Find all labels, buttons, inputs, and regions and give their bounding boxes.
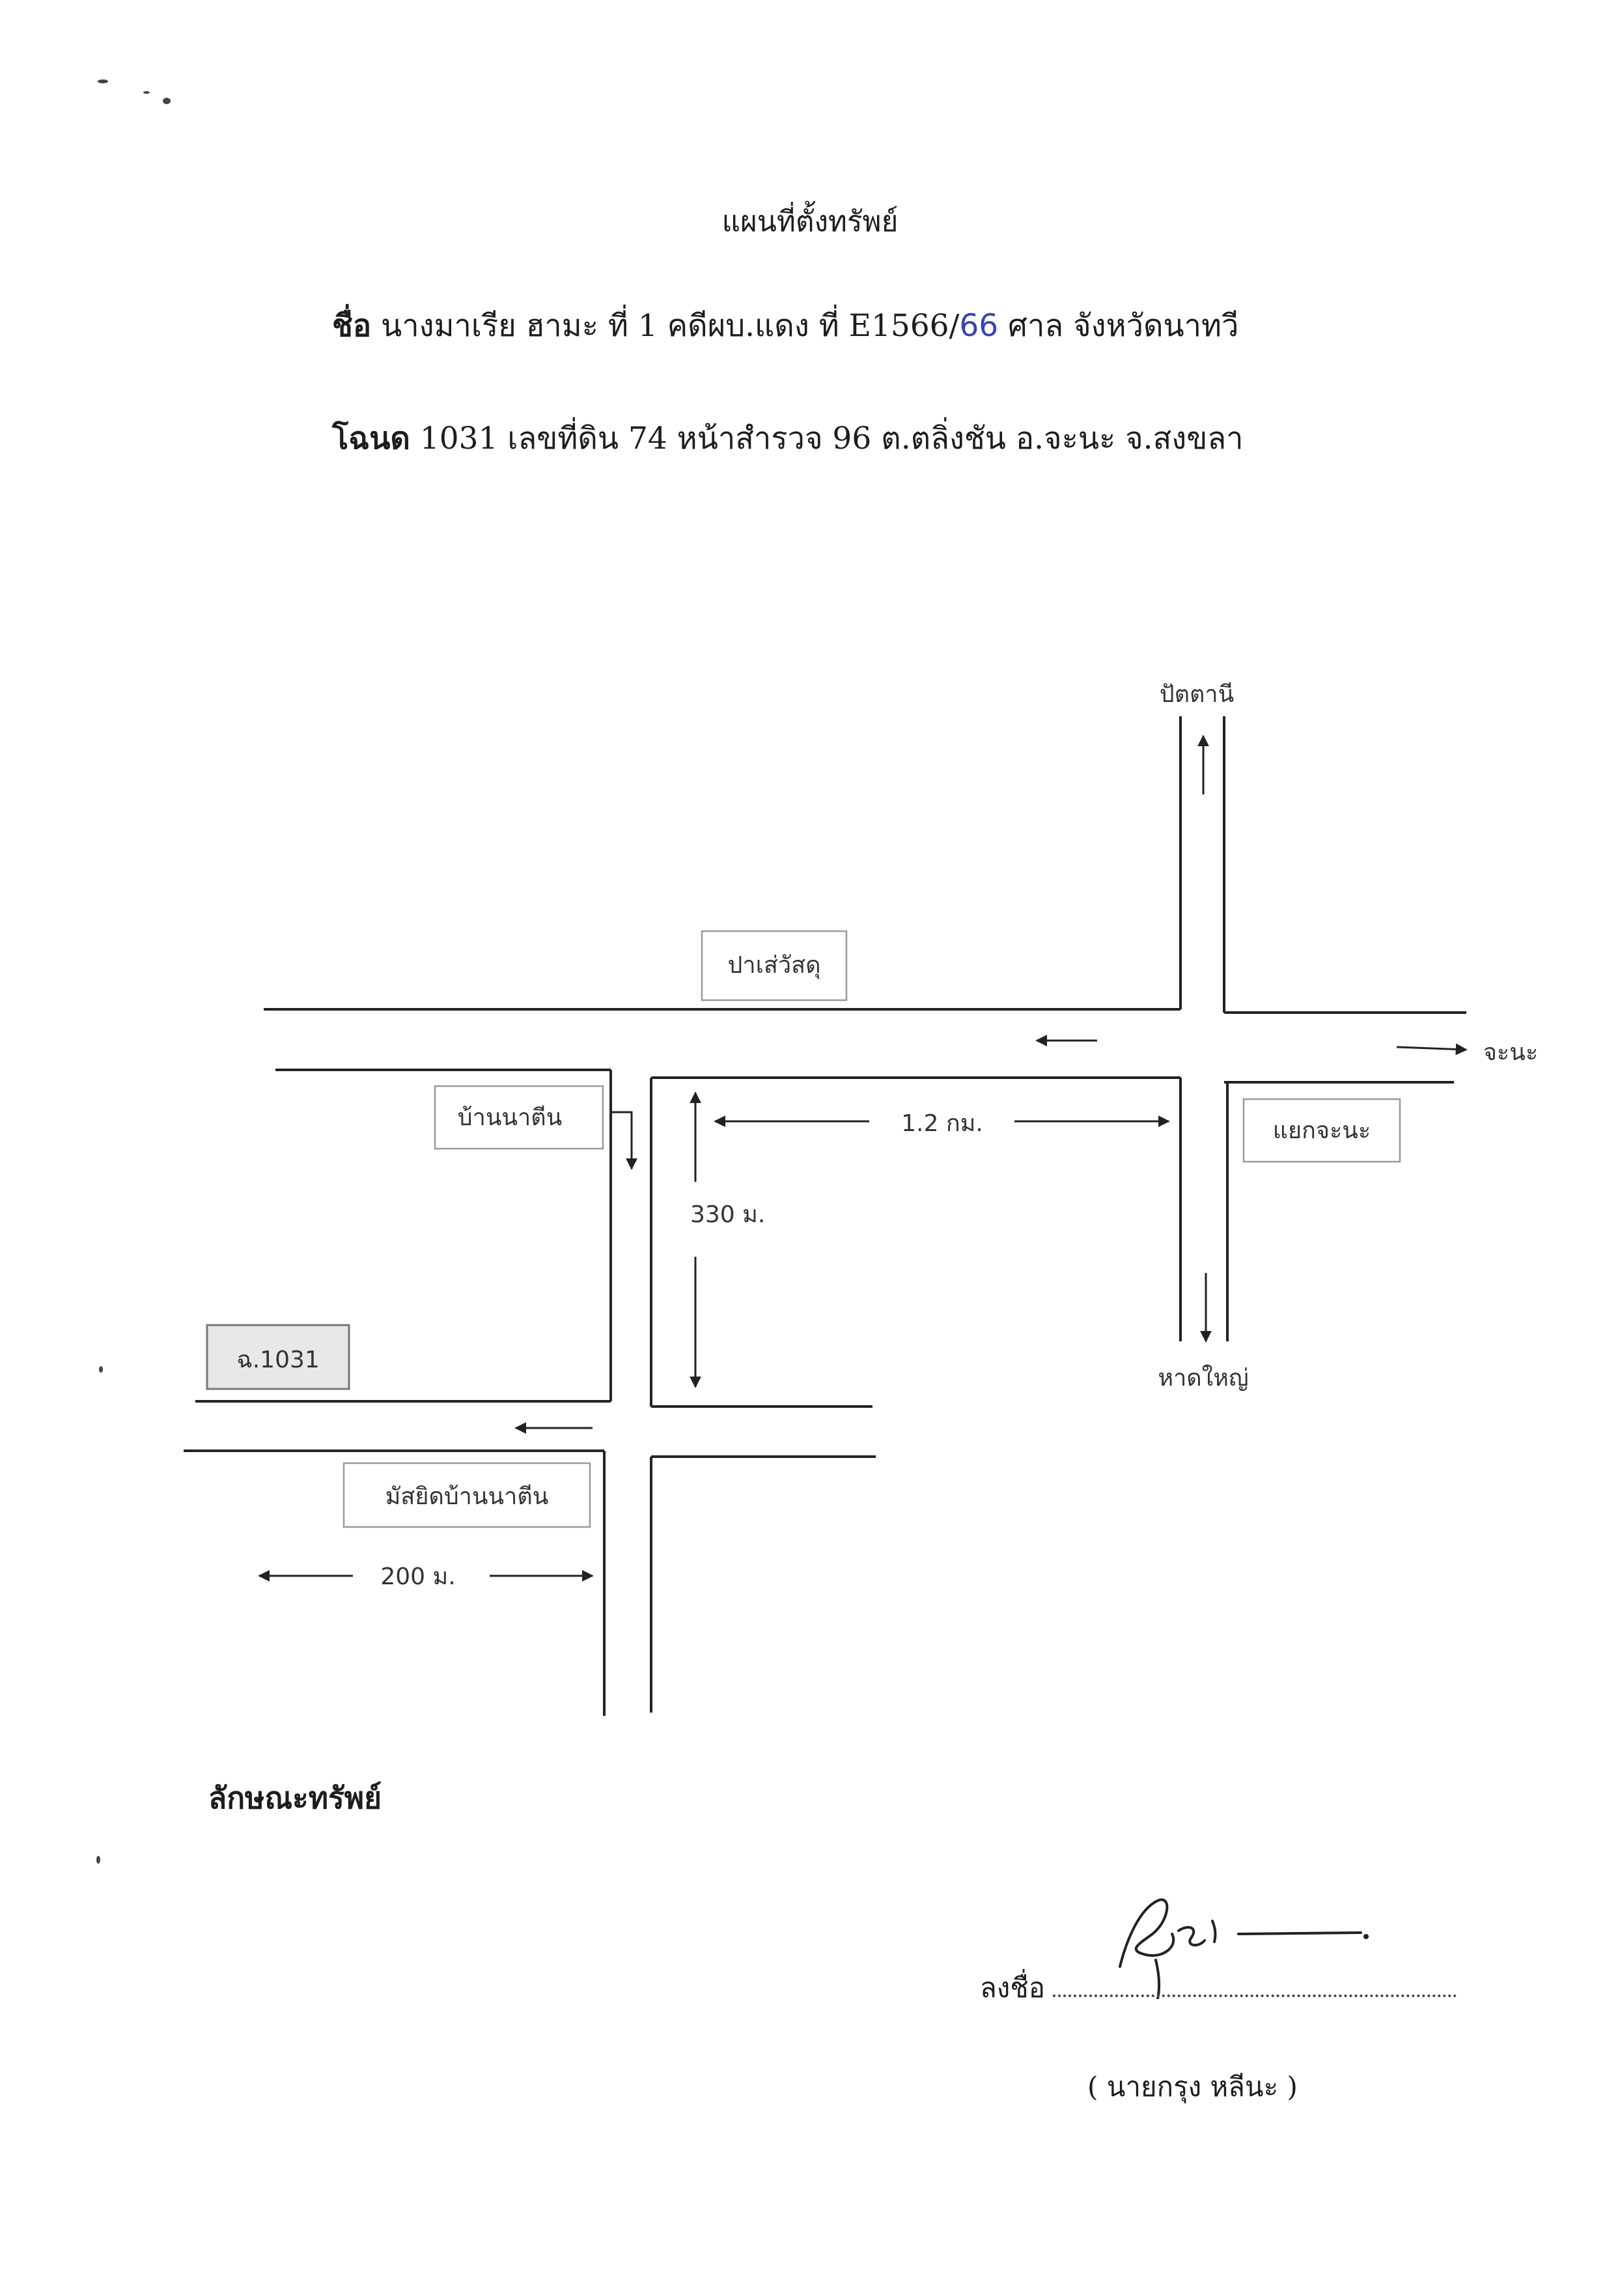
sign-line: ลงชื่อ — [980, 1967, 1457, 2009]
mosque-box — [342, 1462, 591, 1528]
road-network — [184, 716, 1466, 1716]
deed-box — [206, 1324, 350, 1390]
scan-speck — [99, 1366, 103, 1373]
chana-junction-box — [1242, 1098, 1401, 1163]
ban-na-tin-box — [434, 1085, 604, 1150]
sign-dotted-line — [1052, 1975, 1457, 1997]
scan-speck — [98, 79, 108, 83]
arrow-down-icon — [612, 1111, 637, 1170]
label-distance-1-2km: 1.2 กม. — [901, 1110, 983, 1137]
name-value: นางมาเรีย ฮามะ ที่ 1 คดีผบ.แดง ที่ E1566… — [381, 308, 960, 344]
label-distance-200m: 200 ม. — [380, 1563, 455, 1590]
deed-line: โฉนด 1031 เลขที่ดิน 74 หน้าสำรวจ 96 ต.ตล… — [332, 413, 1244, 462]
name-line: ชื่อ นางมาเรีย ฮามะ ที่ 1 คดีผบ.แดง ที่ … — [332, 301, 1238, 350]
label-chana-junction: แยกจะนะ — [1273, 1117, 1371, 1144]
label-ban-na-tin: บ้านนาตีน — [458, 1104, 563, 1131]
label-pasawat: ปาเส่วัสดุ — [728, 952, 821, 979]
label-distance-330m: 330 ม. — [690, 1201, 765, 1228]
arrow-right-icon — [1396, 1043, 1468, 1056]
signer-name: ( นายกรุง หลีนะ ) — [1087, 2071, 1298, 2103]
label-mosque: มัสยิดบ้านนาตีน — [385, 1483, 549, 1510]
sign-label: ลงชื่อ — [980, 1972, 1045, 2004]
case-year-handwritten: 66 — [959, 308, 999, 344]
scan-speck — [163, 98, 171, 104]
label-hat-yai: หาดใหญ่ — [1158, 1364, 1248, 1392]
label-chana: จะนะ — [1483, 1039, 1538, 1066]
property-heading: ลักษณะทรัพย์ — [208, 1780, 382, 1815]
name-label: ชื่อ — [332, 308, 372, 344]
deed-label: โฉนด — [332, 421, 410, 456]
document-title: แผนที่ตั้งทรัพย์ — [721, 205, 899, 238]
label-deed-1031: ฉ.1031 — [236, 1347, 320, 1373]
scan-speck — [143, 91, 150, 94]
label-boxes — [342, 930, 1401, 1528]
scan-speck — [96, 1856, 100, 1864]
pasawat-box — [701, 930, 848, 1001]
deed-value: 1031 เลขที่ดิน 74 หน้าสำรวจ 96 ต.ตลิ่งชั… — [410, 421, 1244, 456]
court-name: ศาล จังหวัดนาทวี — [998, 308, 1239, 344]
label-pattani: ปัตตานี — [1160, 681, 1234, 708]
arrows — [258, 735, 1468, 1582]
